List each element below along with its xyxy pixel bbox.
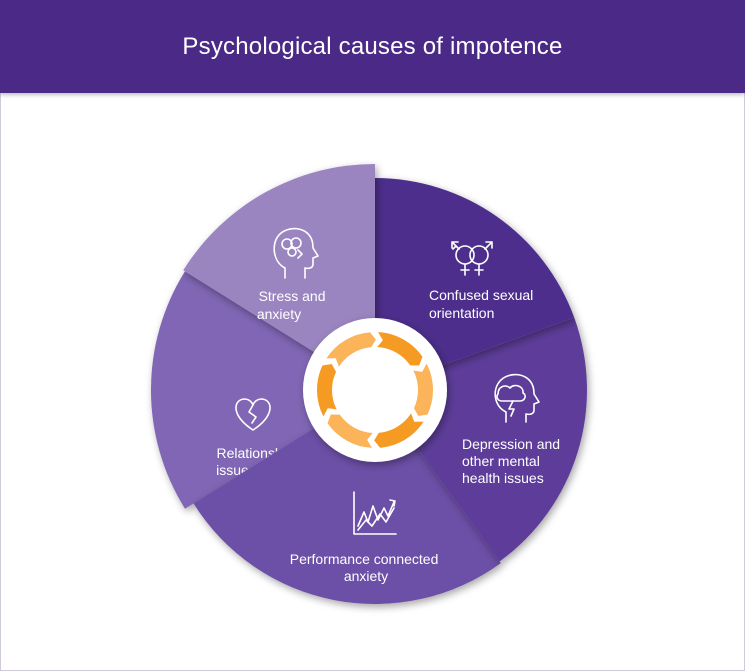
- segment-relationship: Relationship issues: [150, 271, 323, 509]
- head-stress-icon: [273, 227, 319, 279]
- gender-symbols-icon: [451, 241, 493, 276]
- segment-depression-label: Depression and other mental health issue…: [462, 436, 564, 486]
- segment-orientation-label-line1: Confused sexual: [429, 287, 533, 303]
- segment-orientation: Confused sexual orientation: [375, 178, 575, 369]
- segment-stress-label: Stress and anxiety: [257, 288, 330, 322]
- segment-orientation-label: Confused sexual orientation: [429, 287, 537, 321]
- segment-performance-shape: [193, 422, 501, 604]
- segment-depression-label-line3: health issues: [462, 470, 544, 486]
- segment-performance-label-line1: Performance connected: [290, 551, 439, 567]
- segment-orientation-label-line2: orientation: [429, 305, 494, 321]
- title-bar: Psychological causes of impotence: [0, 0, 745, 93]
- segment-stress-label-line1: Stress and: [259, 288, 326, 304]
- fluctuating-chart-icon: [353, 491, 397, 535]
- segment-relationship-shape: [150, 271, 323, 509]
- segment-stress-label-line2: anxiety: [257, 306, 301, 322]
- segment-performance-label-line2: anxiety: [344, 568, 388, 584]
- page-title: Psychological causes of impotence: [182, 32, 563, 60]
- segment-stress: Stress and anxiety: [183, 163, 375, 358]
- segment-depression: Depression and other mental health issue…: [411, 317, 587, 562]
- cycle-arrow-segment: [377, 332, 423, 366]
- center-hub: [303, 318, 447, 462]
- segment-orientation-shape: [375, 178, 575, 369]
- segment-depression-shape: [411, 317, 587, 562]
- cycle-arrow-segment: [326, 332, 376, 367]
- head-lightning-icon: [494, 373, 540, 423]
- segment-stress-shape: [183, 163, 375, 358]
- cycle-arrow-segment: [413, 363, 433, 417]
- cycle-arrow-segment: [374, 413, 424, 448]
- segment-depression-label-line2: other mental: [462, 453, 540, 469]
- segment-performance: Performance connected anxiety: [193, 422, 501, 604]
- broken-heart-icon: [235, 398, 271, 431]
- cycle-arrows-icon: [317, 332, 433, 448]
- segment-performance-label: Performance connected anxiety: [290, 551, 443, 584]
- cycle-arrow-segment: [327, 414, 373, 448]
- cycle-arrow-segment: [317, 363, 337, 417]
- segment-depression-label-line1: Depression and: [462, 436, 560, 452]
